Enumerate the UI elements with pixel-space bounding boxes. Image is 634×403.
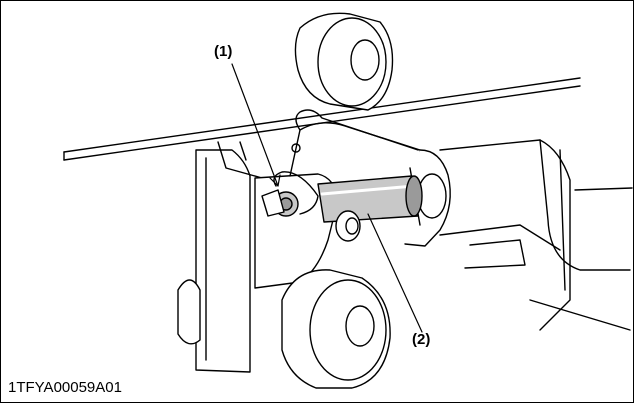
- leader-lines: [231, 63, 423, 333]
- pin-shaft: [317, 175, 423, 223]
- callout-1: (1): [214, 43, 233, 60]
- top-roller: [294, 12, 394, 111]
- callout-2: (2): [412, 331, 431, 348]
- figure-code: 1TFYA00059A01: [6, 379, 124, 396]
- left-bracket-plate: [195, 141, 263, 373]
- leader-line-1: [231, 63, 279, 187]
- bottom-roller: [177, 269, 391, 389]
- leader-line-2: [367, 213, 423, 333]
- nut: [335, 210, 361, 242]
- right-housing: [439, 139, 633, 331]
- leader-arrow-1: [269, 174, 281, 187]
- linch-pin: [261, 171, 319, 217]
